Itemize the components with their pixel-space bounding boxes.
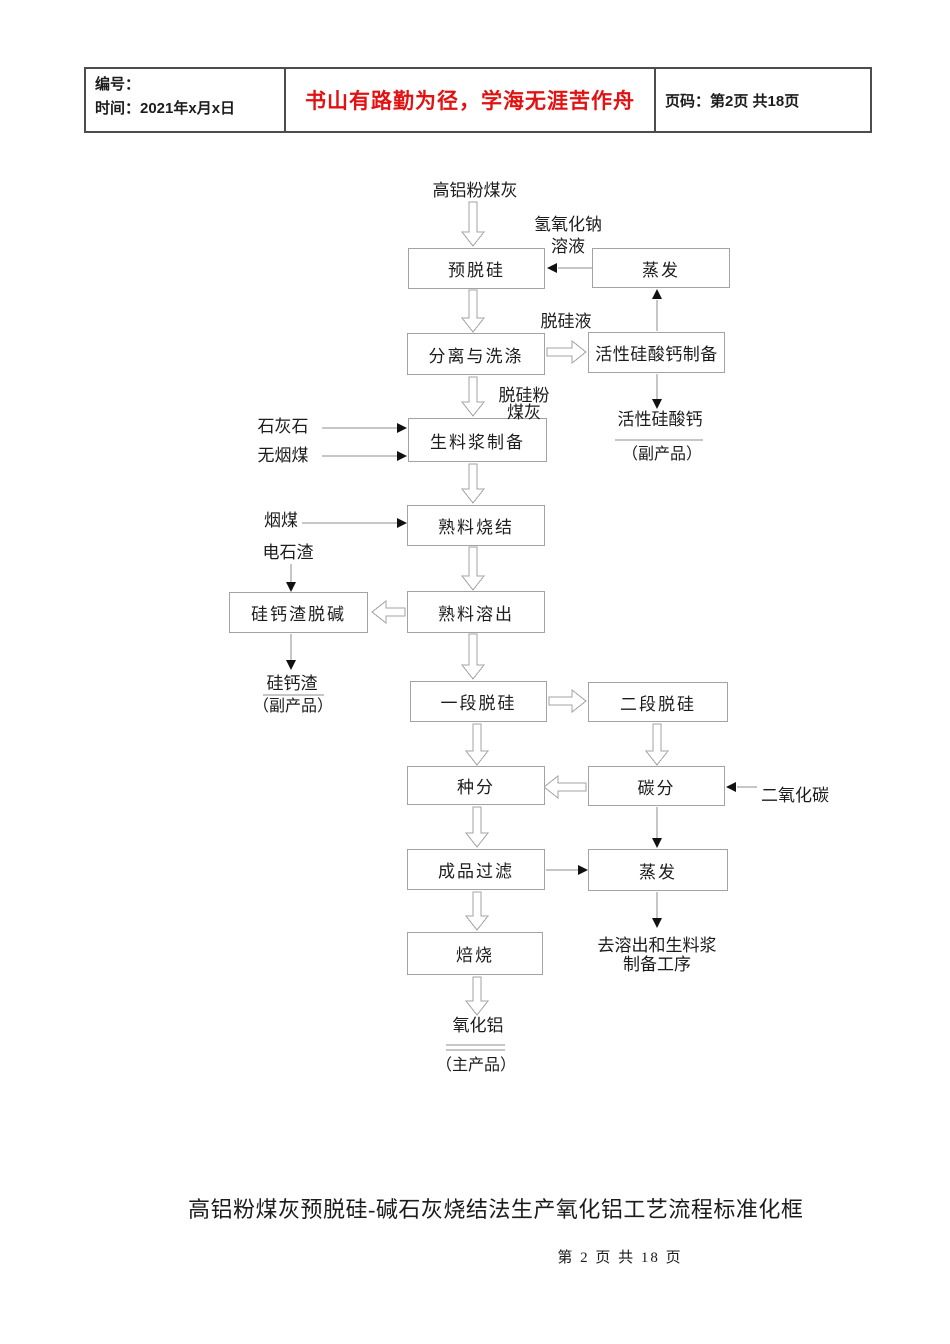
label-to-process-line1: 去溶出和生料浆 xyxy=(597,936,717,955)
label-carbide-slag: 电石渣 xyxy=(262,543,314,562)
label-main-product: （主产品） xyxy=(435,1057,517,1074)
arrow-evaporation-to-predesilication xyxy=(547,263,592,273)
arrow-stage1-to-stage2 xyxy=(548,688,587,714)
arrow-carbide-slag-input xyxy=(286,564,296,592)
arrow-sintering-to-dissolution xyxy=(460,546,486,591)
arrow-feed-to-predesilication xyxy=(460,201,486,247)
label-desilicated-ash-line1: 脱硅粉 xyxy=(498,386,550,405)
arrow-stage1-to-seed xyxy=(464,723,490,766)
arrow-filtration-to-evaporation xyxy=(546,865,588,875)
label-alumina: 氧化铝 xyxy=(452,1016,504,1035)
arrow-acs-prep-to-evaporation xyxy=(652,289,662,331)
label-bituminous-coal: 烟煤 xyxy=(264,511,298,530)
label-byproduct-1: （副产品） xyxy=(621,446,703,463)
arrow-seed-to-filtration xyxy=(464,806,490,848)
node-first-stage-desilication: 一段脱硅 xyxy=(410,681,547,722)
doc-time-label: 时间：2021年x月x日 xyxy=(95,100,236,117)
label-desilicated-ash: 脱硅粉 煤灰 xyxy=(499,387,550,421)
arrow-roasting-to-alumina xyxy=(464,976,490,1016)
label-slag-product: 硅钙渣 xyxy=(266,674,318,693)
node-slag-dealkalization: 硅钙渣脱碱 xyxy=(229,592,368,633)
arrow-dealkalization-to-slag-product xyxy=(286,634,296,670)
arrow-limestone-input xyxy=(322,423,407,433)
node-roasting: 焙烧 xyxy=(407,932,543,975)
node-acs-preparation: 活性硅酸钙制备 xyxy=(588,332,725,373)
node-evaporation-top: 蒸发 xyxy=(592,248,730,288)
label-desilicated-ash-line2: 煤灰 xyxy=(507,403,541,422)
node-seed-precipitation: 种分 xyxy=(407,766,545,805)
arrow-evaporation-to-process-note xyxy=(652,892,662,928)
node-clinker-sintering: 熟料烧结 xyxy=(407,505,545,546)
node-raw-slurry-preparation: 生料浆制备 xyxy=(408,418,547,462)
motto-text: 书山有路勤为径，学海无涯苦作舟 xyxy=(305,90,635,113)
label-to-process-note: 去溶出和生料浆 制备工序 xyxy=(598,936,717,974)
label-limestone: 石灰石 xyxy=(257,417,309,436)
arrow-predesilication-to-separation xyxy=(460,289,486,333)
arrow-separation-to-acs-prep xyxy=(546,339,587,365)
figure-caption: 高铝粉煤灰预脱硅-碱石灰烧结法生产氧化铝工艺流程标准化框 xyxy=(188,1197,804,1222)
page-info-text: 页码：第2页 共18页 xyxy=(665,92,800,110)
node-carbonation: 碳分 xyxy=(588,766,725,806)
doc-number-label: 编号： xyxy=(95,76,141,93)
arrow-acs-prep-to-acs-product xyxy=(652,374,662,409)
header-table: 编号： 时间：2021年x月x日 书山有路勤为径，学海无涯苦作舟 页码：第2页 … xyxy=(84,67,872,133)
node-product-filtration: 成品过滤 xyxy=(407,849,545,890)
arrow-co2-input xyxy=(726,782,757,792)
label-carbon-dioxide: 二氧化碳 xyxy=(761,786,829,805)
header-cell-motto: 书山有路勤为径，学海无涯苦作舟 xyxy=(286,69,656,131)
label-feed: 高铝粉煤灰 xyxy=(432,181,518,200)
label-naoh-solution: 氢氧化钠 溶液 xyxy=(534,214,602,258)
node-clinker-dissolution: 熟料溶出 xyxy=(407,591,545,633)
header-cell-page: 页码：第2页 共18页 xyxy=(656,69,870,131)
node-evaporation-bottom: 蒸发 xyxy=(588,849,728,891)
arrow-separation-to-rawslurry xyxy=(460,376,486,417)
label-anthracite: 无烟煤 xyxy=(257,446,309,465)
arrow-carbonation-to-evaporation xyxy=(652,807,662,848)
label-desilication-liquid: 脱硅液 xyxy=(540,312,592,331)
arrow-dissolution-to-dealkalization xyxy=(371,599,406,625)
arrow-carbonation-to-seed xyxy=(543,774,587,800)
label-acs-product: 活性硅酸钙 xyxy=(617,410,703,429)
header-cell-meta: 编号： 时间：2021年x月x日 xyxy=(86,69,286,131)
node-second-stage-desilication: 二段脱硅 xyxy=(588,682,728,722)
label-to-process-line2: 制备工序 xyxy=(623,955,691,974)
node-separation-washing: 分离与洗涤 xyxy=(407,333,545,375)
page-footer: 第 2 页 共 18 页 xyxy=(557,1250,683,1266)
arrow-filtration-to-roasting xyxy=(464,891,490,931)
arrow-bituminous-coal-input xyxy=(302,518,407,528)
arrow-rawslurry-to-sintering xyxy=(460,463,486,504)
label-byproduct-2: （副产品） xyxy=(252,698,334,715)
arrow-stage2-to-carbonation xyxy=(644,723,670,766)
label-naoh-line2: 溶液 xyxy=(551,237,585,256)
arrow-dissolution-to-stage1 xyxy=(460,633,486,680)
label-naoh-line1: 氢氧化钠 xyxy=(534,215,602,234)
node-pre-desilication: 预脱硅 xyxy=(408,248,545,289)
arrow-anthracite-input xyxy=(322,451,407,461)
